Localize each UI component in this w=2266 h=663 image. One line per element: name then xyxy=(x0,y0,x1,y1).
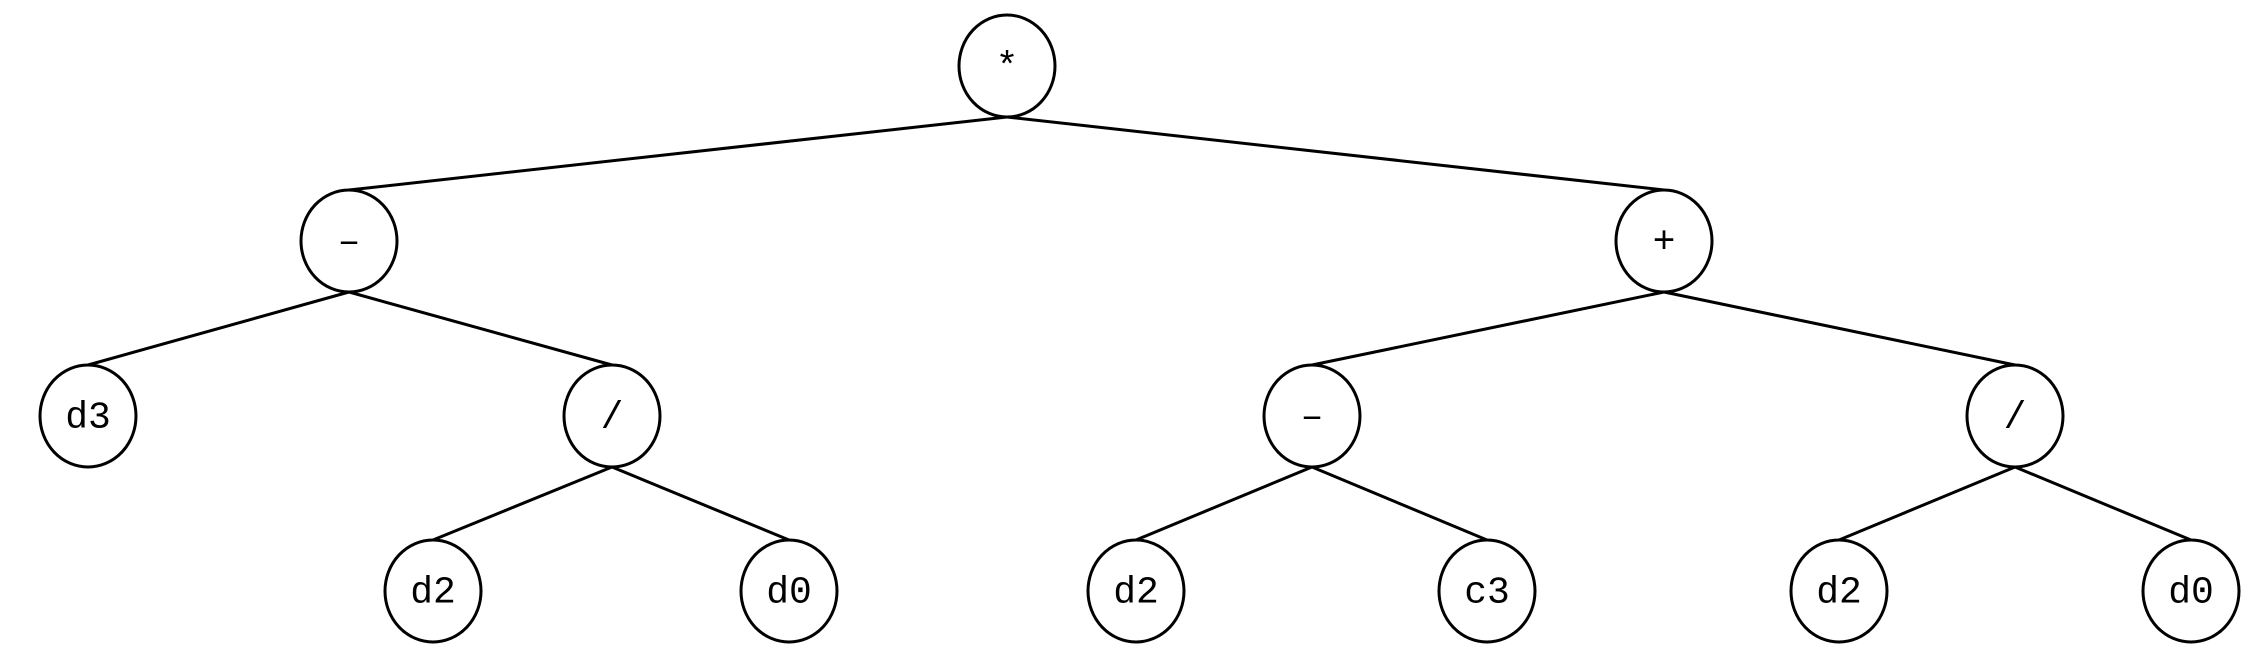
tree-node-n_lrl: d2 xyxy=(383,538,483,644)
node-ellipse xyxy=(562,363,662,469)
tree-node-n_rl: – xyxy=(1262,363,1362,469)
edge-n_r-n_rr xyxy=(1663,290,2016,367)
node-label: d0 xyxy=(766,572,812,615)
node-label: / xyxy=(2004,397,2027,440)
node-label: * xyxy=(996,47,1019,90)
edge-n_root-n_r xyxy=(1006,115,1665,192)
edge-n_rl-n_rll xyxy=(1135,465,1313,542)
tree-node-n_lr: / xyxy=(562,363,662,469)
node-label: – xyxy=(338,222,361,265)
edge-n_lr-n_lrl xyxy=(432,465,613,542)
node-ellipse xyxy=(1086,538,1186,644)
node-label: – xyxy=(1301,397,1324,440)
node-ellipse xyxy=(2141,538,2241,644)
node-ellipse xyxy=(957,13,1057,119)
tree-edges xyxy=(87,115,2192,542)
node-label: d2 xyxy=(410,572,456,615)
edge-n_r-n_rl xyxy=(1311,290,1665,367)
node-ellipse xyxy=(1437,538,1537,644)
node-ellipse xyxy=(1789,538,1889,644)
node-label: d2 xyxy=(1816,572,1862,615)
node-ellipse xyxy=(38,363,138,469)
node-ellipse xyxy=(383,538,483,644)
node-ellipse xyxy=(739,538,839,644)
node-ellipse xyxy=(299,188,399,294)
edge-n_l-n_lr xyxy=(348,290,613,367)
node-label: / xyxy=(601,397,624,440)
tree-node-n_rrl: d2 xyxy=(1789,538,1889,644)
tree-node-n_ll: d3 xyxy=(38,363,138,469)
node-ellipse xyxy=(1262,363,1362,469)
tree-node-n_lrr: d0 xyxy=(739,538,839,644)
edge-n_lr-n_lrr xyxy=(611,465,790,542)
tree-node-n_r: + xyxy=(1614,188,1714,294)
node-ellipse xyxy=(1965,363,2065,469)
edge-n_l-n_ll xyxy=(87,290,350,367)
node-label: d0 xyxy=(2168,572,2214,615)
tree-node-n_rrr: d0 xyxy=(2141,538,2241,644)
tree-node-n_rr: / xyxy=(1965,363,2065,469)
node-label: + xyxy=(1653,222,1676,265)
tree-node-n_rlr: c3 xyxy=(1437,538,1537,644)
node-label: c3 xyxy=(1464,572,1510,615)
node-label: d3 xyxy=(65,397,111,440)
tree-nodes: * – + d3 / – / d2 d0 d2 c3 d2 d0 xyxy=(38,13,2241,644)
edge-n_rr-n_rrr xyxy=(2014,465,2192,542)
node-label: d2 xyxy=(1113,572,1159,615)
tree-node-n_rll: d2 xyxy=(1086,538,1186,644)
edge-n_rr-n_rrl xyxy=(1838,465,2016,542)
tree-node-n_l: – xyxy=(299,188,399,294)
node-ellipse xyxy=(1614,188,1714,294)
edge-n_rl-n_rlr xyxy=(1311,465,1488,542)
tree-node-n_root: * xyxy=(957,13,1057,119)
edge-n_root-n_l xyxy=(348,115,1008,192)
